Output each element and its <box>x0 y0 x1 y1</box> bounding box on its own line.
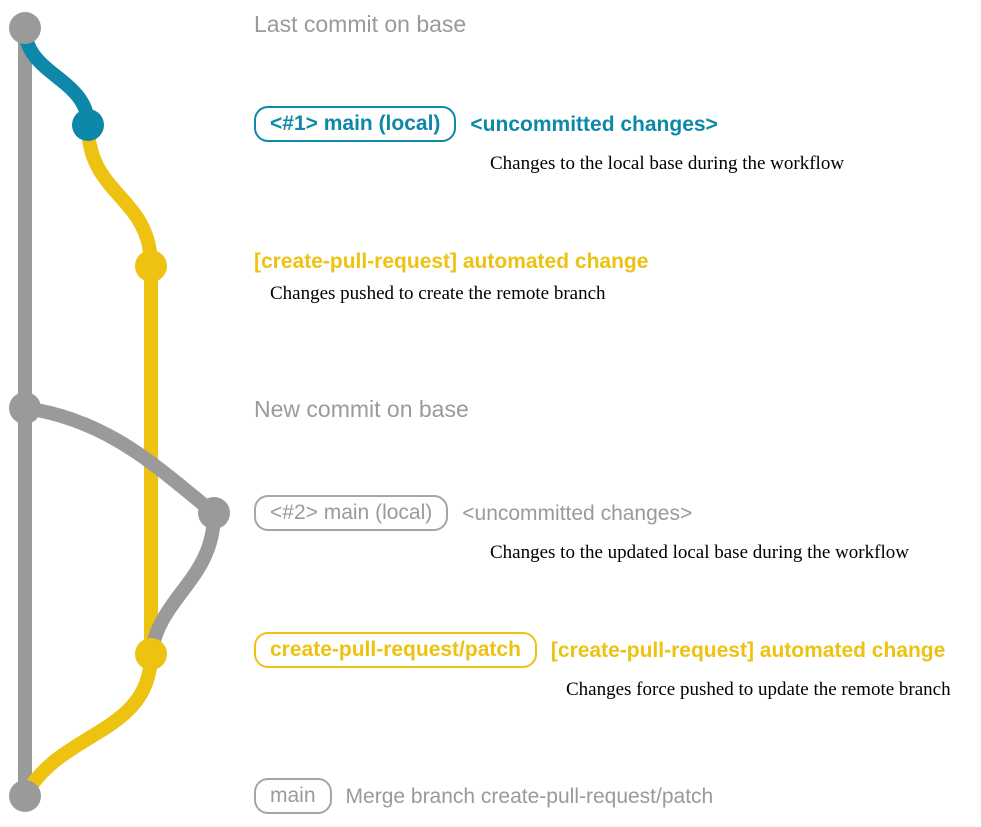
annotation-commit-2-automated: [create-pull-request] automated change C… <box>254 251 648 303</box>
edge-remote-2-to-merge <box>18 647 158 803</box>
annotation-commit-4-automated: create-pull-request/patch [create-pull-r… <box>254 632 951 699</box>
commit-node-remote-2[interactable] <box>135 638 167 670</box>
description-pushed-create-remote-branch: Changes pushed to create the remote bran… <box>270 283 606 304</box>
annotation-last-commit-on-base: Last commit on base <box>254 13 466 36</box>
ref-label-main[interactable]: main <box>254 778 332 814</box>
commit-message-uncommitted-changes-2: <uncommitted changes> <box>462 501 693 525</box>
annotation-new-commit-on-base: New commit on base <box>254 398 469 421</box>
commit-node-remote-1[interactable] <box>135 250 167 282</box>
edge-base-new-to-local-2 <box>18 401 221 520</box>
commit-node-local-2[interactable] <box>198 497 230 529</box>
edge-base-head-to-local-1 <box>18 21 95 132</box>
commit-message-merge-branch: Merge branch create-pull-request/patch <box>345 784 714 808</box>
commit-message-automated-change-1: [create-pull-request] automated change <box>254 250 649 273</box>
commit-message-new-commit-on-base: New commit on base <box>254 396 469 422</box>
ref-label-main-local-2[interactable]: <#2> main (local) <box>254 495 449 531</box>
annotation-commit-3-local: <#2> main (local) <uncommitted changes> … <box>254 495 909 562</box>
ref-label-create-pull-request-patch[interactable]: create-pull-request/patch <box>254 632 537 668</box>
description-force-pushed-update-remote-branch: Changes force pushed to update the remot… <box>566 679 951 700</box>
commit-node-local-1[interactable] <box>72 109 104 141</box>
annotation-commit-1-local: <#1> main (local) <uncommitted changes> … <box>254 106 844 173</box>
description-updated-local-base-changes: Changes to the updated local base during… <box>490 542 909 563</box>
commit-message-last-commit-on-base: Last commit on base <box>254 11 467 37</box>
ref-label-main-local-1[interactable]: <#1> main (local) <box>254 106 457 142</box>
description-local-base-changes: Changes to the local base during the wor… <box>490 153 845 174</box>
commit-message-uncommitted-changes-1: <uncommitted changes> <box>470 112 718 136</box>
annotation-merge-commit: main Merge branch create-pull-request/pa… <box>254 778 713 814</box>
commit-message-automated-change-2: [create-pull-request] automated change <box>550 638 946 662</box>
commit-node-base-new[interactable] <box>9 392 41 424</box>
commit-node-base-head[interactable] <box>9 12 41 44</box>
edge-local-1-to-remote-1 <box>81 118 158 273</box>
edge-local-2-to-remote-2 <box>144 506 221 661</box>
commit-node-merge[interactable] <box>9 780 41 812</box>
